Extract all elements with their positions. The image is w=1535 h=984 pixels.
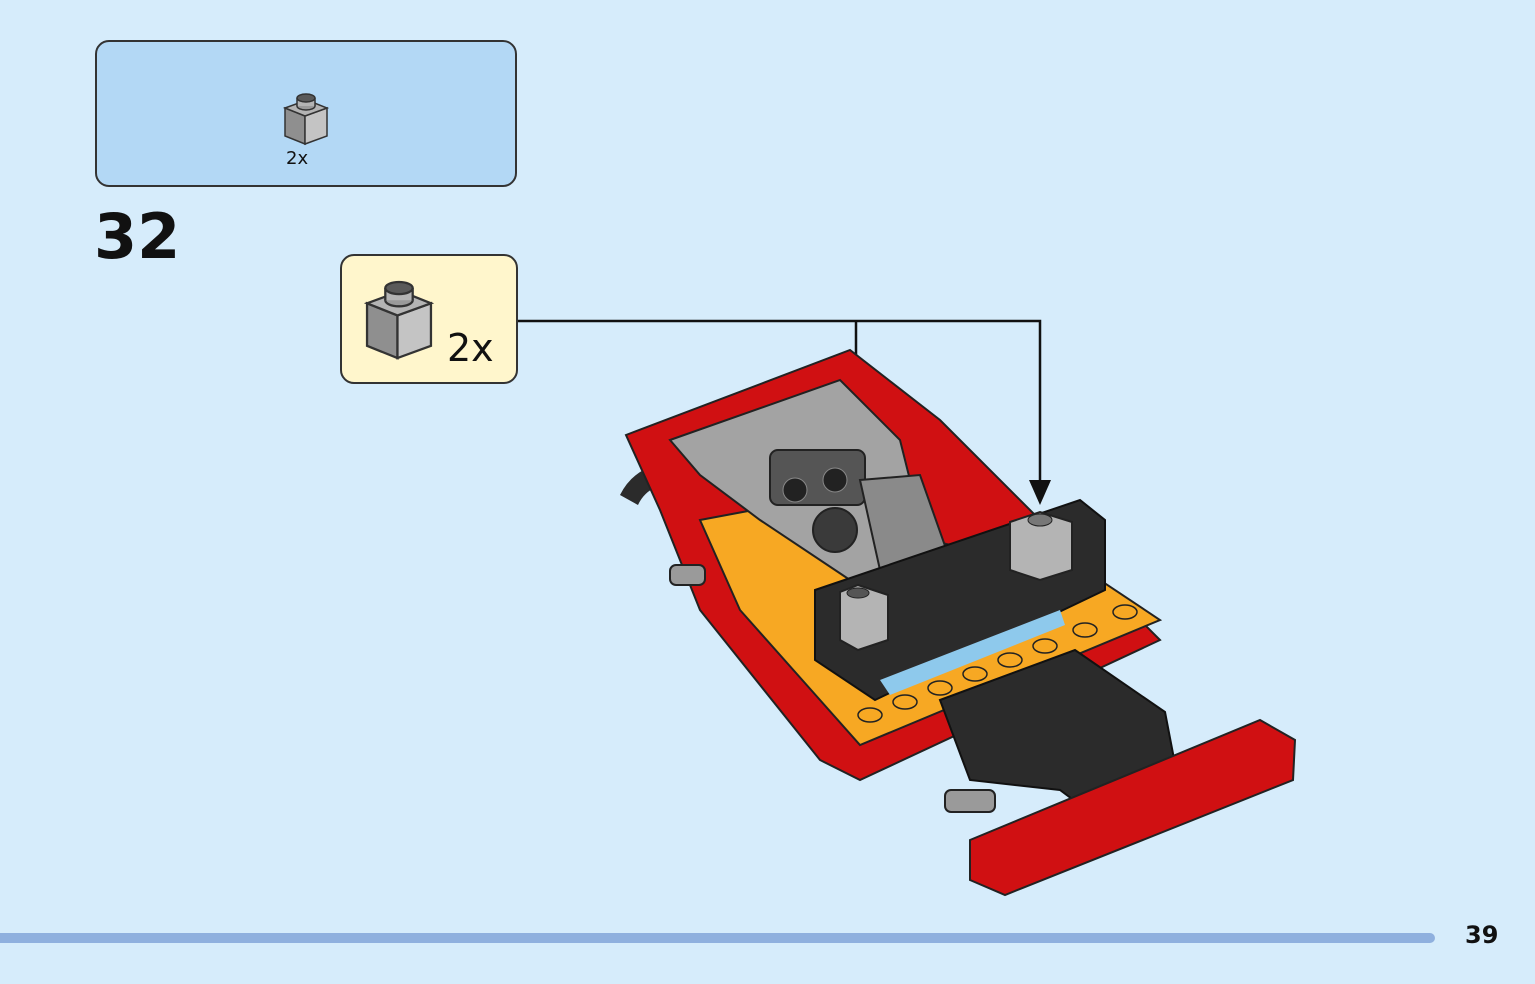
gauge-left-icon	[782, 477, 808, 503]
page-number: 39	[1465, 921, 1499, 949]
orange-studs-row	[857, 604, 1138, 723]
callout-box: 2x	[340, 254, 518, 384]
step-number: 32	[94, 200, 181, 273]
front-axle	[944, 789, 996, 813]
parts-list-box: 2x	[95, 40, 517, 187]
callout-quantity: 2x	[447, 326, 494, 370]
footer-progress-bar	[0, 933, 1435, 943]
placed-grey-brick-left	[839, 583, 889, 652]
grey-1x1-brick-icon	[364, 280, 434, 360]
grey-1x1-brick-icon	[283, 93, 329, 146]
parts-list-quantity: 2x	[286, 148, 309, 169]
dashboard	[769, 449, 866, 506]
red-front-bumper	[969, 718, 1297, 897]
arrow-head-right	[1029, 480, 1051, 505]
rear-axle	[669, 564, 706, 586]
steering-wheel-icon	[812, 507, 858, 553]
gauge-right-icon	[822, 467, 848, 493]
light-blue-strip	[880, 610, 1065, 695]
placed-grey-brick-right	[1009, 510, 1073, 582]
